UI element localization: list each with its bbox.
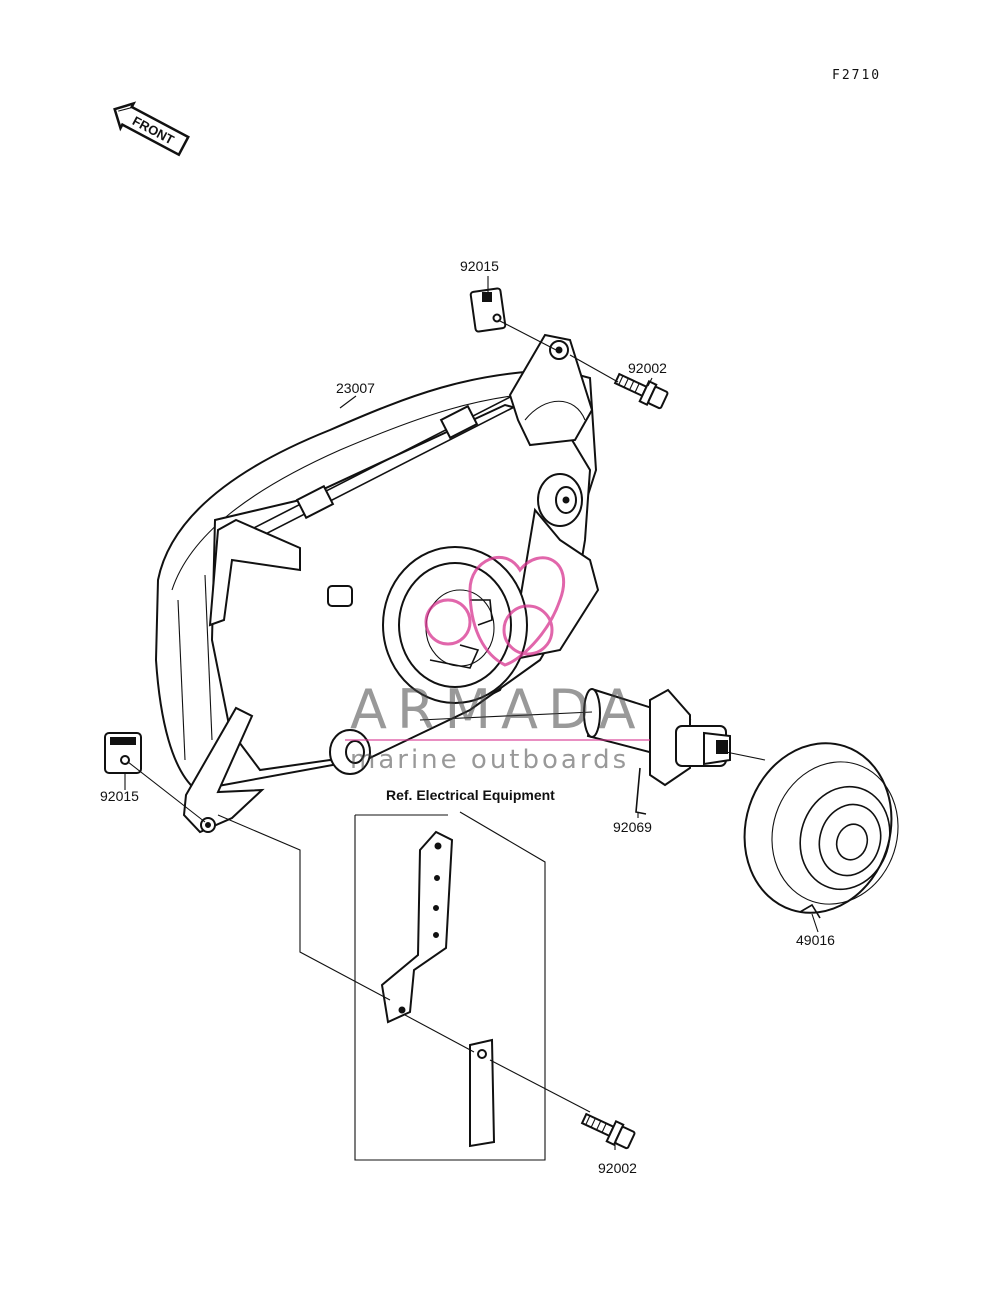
callout-23007: 23007 xyxy=(336,380,375,396)
bulb-socket xyxy=(583,688,731,815)
front-arrow-icon: FRONT xyxy=(113,101,190,157)
clip-left xyxy=(104,732,142,774)
bolt-upper xyxy=(613,372,669,410)
watermark-brand: ARMADA xyxy=(350,678,646,741)
callout-49016: 49016 xyxy=(796,932,835,948)
assembly-guide-lines xyxy=(127,319,766,1113)
watermark-tagline: marine outboards xyxy=(350,745,629,775)
reference-bracket-group xyxy=(354,811,546,1161)
clip-upper xyxy=(469,287,507,333)
callout-92002-upper: 92002 xyxy=(628,360,667,376)
callout-92015-upper: 92015 xyxy=(460,258,499,274)
leader-lines xyxy=(124,276,819,1150)
drawing-code: F2710 xyxy=(832,68,881,83)
bolt-lower xyxy=(580,1112,636,1150)
callout-92015-left: 92015 xyxy=(100,788,139,804)
dust-cover xyxy=(743,742,899,919)
callout-92002-lower: 92002 xyxy=(598,1160,637,1176)
headlight-unit xyxy=(154,333,600,834)
reference-note: Ref. Electrical Equipment xyxy=(386,787,555,803)
watermark-logo xyxy=(424,556,566,667)
callout-92069: 92069 xyxy=(613,819,652,835)
